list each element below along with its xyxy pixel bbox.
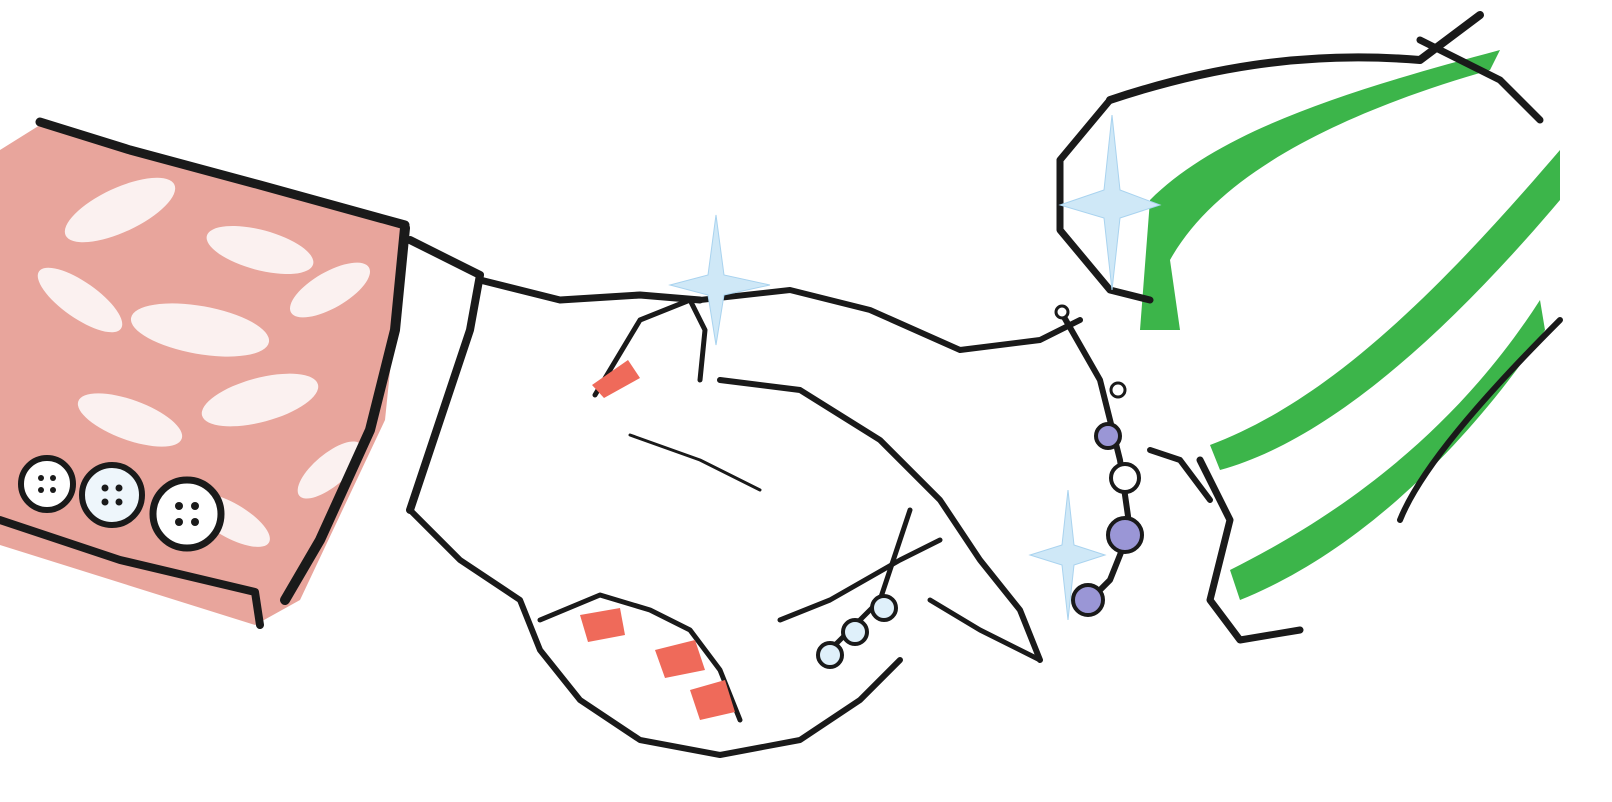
sparkle-icon xyxy=(668,214,771,346)
left-sleeve xyxy=(0,117,410,629)
right-sleeve xyxy=(1056,11,1563,644)
nail xyxy=(592,360,640,398)
left-hand xyxy=(406,236,903,758)
green-stripe xyxy=(1210,150,1560,470)
bracelet xyxy=(1054,304,1144,617)
cuff-buttons xyxy=(18,455,225,552)
leaf-pattern xyxy=(37,177,370,547)
button-icon xyxy=(79,462,145,528)
sparkle-icon xyxy=(1058,114,1162,291)
nail xyxy=(690,680,735,720)
button-icon xyxy=(18,455,76,513)
sparkle-icon xyxy=(1028,489,1107,621)
nail xyxy=(580,608,625,642)
green-stripe xyxy=(1140,50,1500,330)
left-sleeve-fill xyxy=(0,125,405,625)
ring xyxy=(816,507,913,669)
green-stripe xyxy=(1230,300,1545,600)
sparkles xyxy=(668,114,1162,621)
right-hand xyxy=(697,287,1144,669)
button-icon xyxy=(149,476,225,552)
nail xyxy=(655,640,705,678)
